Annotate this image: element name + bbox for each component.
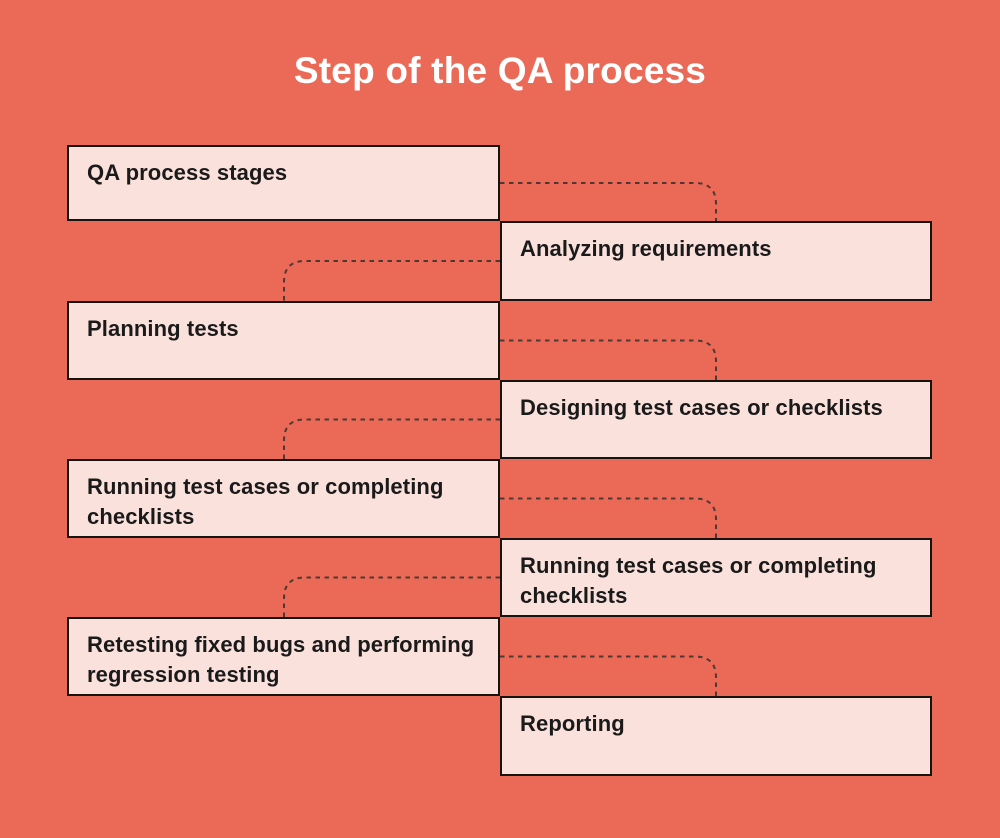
step-label: Designing test cases or checklists	[520, 395, 883, 420]
step-label: Analyzing requirements	[520, 236, 772, 261]
step-box-retesting-fixed-bugs: Retesting fixed bugs and performing regr…	[67, 617, 500, 696]
step-box-qa-process-stages: QA process stages	[67, 145, 500, 221]
step-box-running-test-cases-2: Running test cases or completing checkli…	[500, 538, 932, 617]
connector-step-6-to-7	[283, 576, 500, 617]
step-label: QA process stages	[87, 160, 288, 185]
step-box-designing-test-cases: Designing test cases or checklists	[500, 380, 932, 459]
step-label: Retesting fixed bugs and performing regr…	[87, 632, 475, 687]
page-title: Step of the QA process	[293, 50, 707, 91]
connector-step-5-to-6	[500, 497, 717, 538]
step-box-analyzing-requirements: Analyzing requirements	[500, 221, 932, 301]
step-label: Reporting	[520, 711, 625, 736]
connector-step-2-to-3	[283, 260, 500, 301]
step-box-running-test-cases-1: Running test cases or completing checkli…	[67, 459, 500, 538]
step-label: Planning tests	[87, 316, 239, 341]
step-box-planning-tests: Planning tests	[67, 301, 500, 380]
step-label: Running test cases or completing checkli…	[520, 553, 877, 608]
connector-step-3-to-4	[500, 339, 717, 380]
connector-step-7-to-8	[500, 655, 717, 696]
step-label: Running test cases or completing checkli…	[87, 474, 444, 529]
connector-step-4-to-5	[283, 418, 500, 459]
step-box-reporting: Reporting	[500, 696, 932, 776]
connector-step-1-to-2	[500, 182, 717, 221]
